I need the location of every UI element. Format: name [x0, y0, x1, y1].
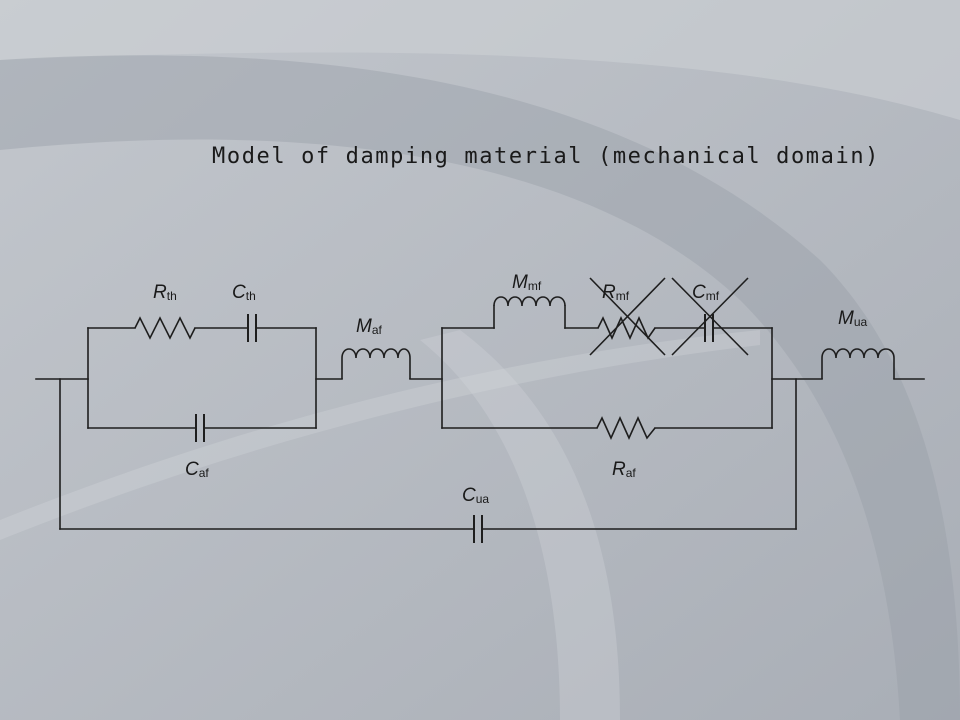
label-cmf: Cmf [692, 282, 720, 303]
resistor-rth [134, 316, 196, 340]
label-caf: Caf [185, 459, 209, 480]
label-mua: Mua [838, 308, 868, 329]
capacitor-cth [247, 314, 257, 342]
inductor-mua [821, 348, 895, 379]
circuit-wires [35, 305, 925, 530]
cross-out-rmf [589, 277, 666, 356]
label-rth: Rth [153, 282, 177, 303]
inductor-mmf [493, 296, 566, 307]
cross-out-cmf [671, 277, 749, 356]
label-maf: Maf [356, 316, 383, 337]
label-mmf: Mmf [512, 272, 542, 293]
capacitor-cua [473, 515, 483, 543]
capacitor-caf [195, 414, 205, 442]
label-cth: Cth [232, 282, 256, 303]
diagram-title: Model of damping material (mechanical do… [212, 144, 881, 169]
inductor-maf [341, 348, 411, 379]
label-rmf: Rmf [602, 282, 630, 303]
resistor-raf [596, 416, 656, 440]
label-cua: Cua [462, 485, 489, 506]
label-raf: Raf [612, 459, 636, 480]
resistor-rmf [597, 316, 656, 340]
